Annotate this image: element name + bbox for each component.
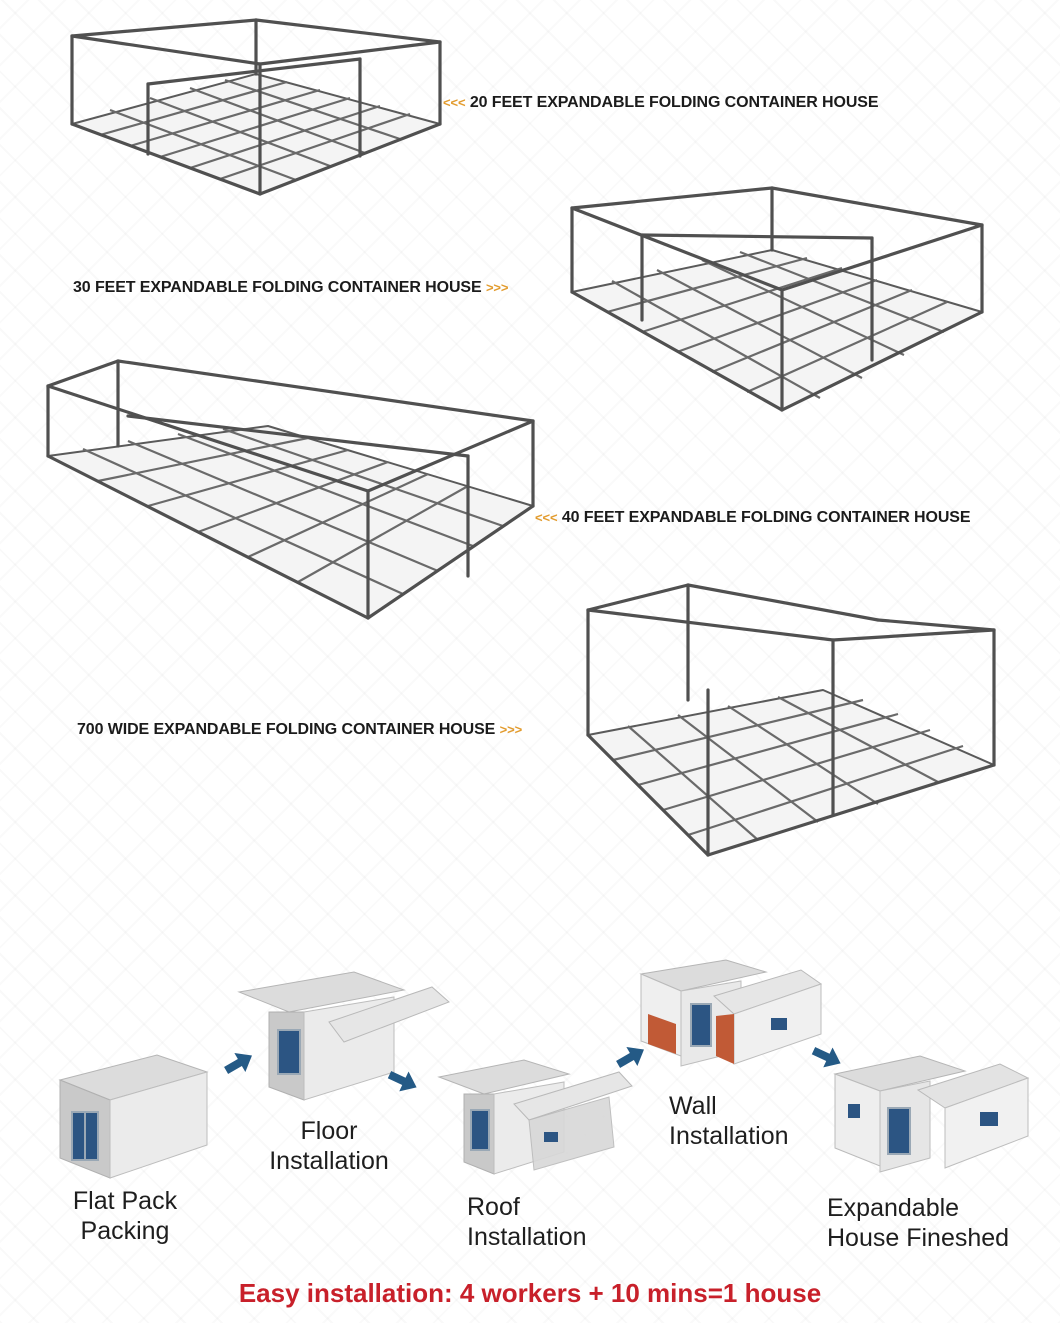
step-wall-image <box>636 956 826 1068</box>
right-arrow-marker: >>> <box>485 280 509 295</box>
step-wall-line2: Installation <box>669 1122 789 1150</box>
frame-20ft-diagram <box>60 14 442 226</box>
step-finished-line1: Expandable <box>827 1194 960 1222</box>
step-flat-pack-line2: Packing <box>80 1217 170 1245</box>
step-wall-line1: Wall <box>669 1092 717 1120</box>
label-700wide: 700 WIDE EXPANDABLE FOLDING CONTAINER HO… <box>77 721 522 739</box>
label-30ft-text: 30 FEET EXPANDABLE FOLDING CONTAINER HOU… <box>73 279 482 296</box>
step-wall-caption: Wall Installation <box>669 1091 789 1151</box>
step-roof-caption: Roof Installation <box>467 1192 587 1252</box>
step-roof-line1: Roof <box>467 1193 520 1221</box>
flow-arrow-icon <box>221 1046 258 1080</box>
step-floor-caption: Floor Installation <box>261 1116 397 1176</box>
step-roof-line2: Installation <box>467 1223 587 1251</box>
step-flat-pack-caption: Flat Pack Packing <box>69 1186 181 1246</box>
label-30ft: 30 FEET EXPANDABLE FOLDING CONTAINER HOU… <box>73 279 509 297</box>
step-finished-line2: House Fineshed <box>827 1224 1010 1252</box>
label-20ft-text: 20 FEET EXPANDABLE FOLDING CONTAINER HOU… <box>469 94 879 111</box>
flow-arrow-icon <box>385 1065 421 1098</box>
step-floor-line1: Floor <box>300 1117 358 1145</box>
step-roof-image <box>434 1052 634 1177</box>
flow-arrow-icon <box>809 1041 845 1074</box>
frame-700wide-diagram <box>578 580 996 860</box>
left-arrow-marker: <<< <box>443 95 466 110</box>
label-700wide-text: 700 WIDE EXPANDABLE FOLDING CONTAINER HO… <box>77 721 496 738</box>
label-40ft-text: 40 FEET EXPANDABLE FOLDING CONTAINER HOU… <box>561 509 971 526</box>
frame-30ft-diagram <box>562 180 984 420</box>
step-finished-caption: Expandable House Fineshed <box>827 1193 1009 1253</box>
step-finished-image <box>830 1046 1030 1174</box>
step-floor-line2: Installation <box>269 1147 389 1175</box>
step-flat-pack-line1: Flat Pack <box>72 1187 178 1215</box>
left-arrow-marker: <<< <box>535 510 558 525</box>
right-arrow-marker: >>> <box>499 722 523 737</box>
flow-arrow-icon <box>613 1040 650 1074</box>
step-flat-pack-image <box>52 1050 212 1180</box>
frame-40ft-diagram <box>38 356 538 626</box>
step-floor-image <box>234 962 454 1102</box>
label-40ft: <<< 40 FEET EXPANDABLE FOLDING CONTAINER… <box>535 509 971 527</box>
installation-note: Easy installation: 4 workers + 10 mins=1… <box>238 1278 822 1308</box>
label-20ft: <<< 20 FEET EXPANDABLE FOLDING CONTAINER… <box>443 94 879 112</box>
